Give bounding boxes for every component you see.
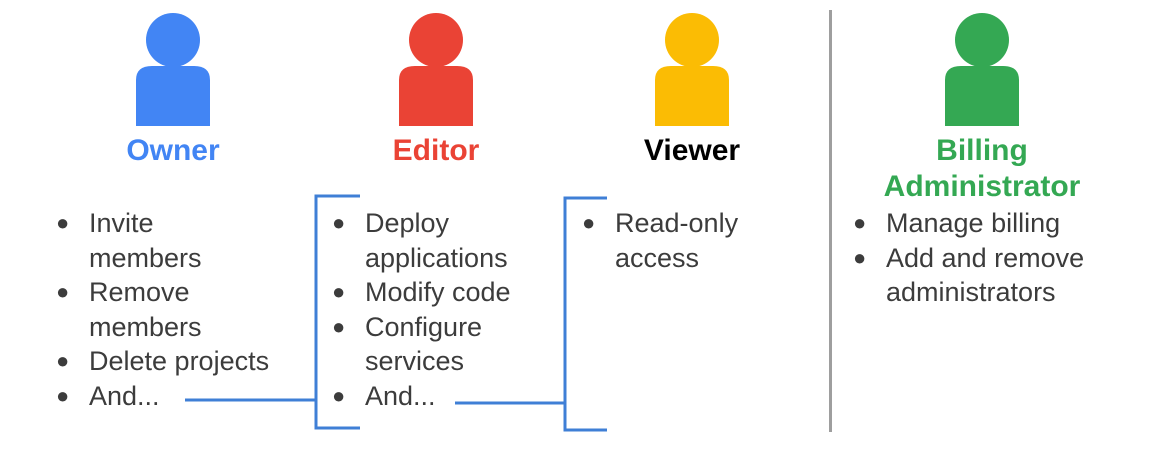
list-item: ●Delete projects bbox=[56, 344, 269, 379]
list-item: ●Configure bbox=[332, 310, 511, 345]
owner-person-icon bbox=[136, 13, 210, 126]
list-item: ●Invite bbox=[56, 206, 269, 241]
list-item: ●Add and remove bbox=[853, 241, 1084, 276]
section-divider bbox=[829, 10, 832, 432]
owner-permission-list: ●Invite members ●Remove members ●Delete … bbox=[56, 206, 269, 414]
editor-person-icon bbox=[399, 13, 473, 126]
list-item: ●Read-only bbox=[582, 206, 738, 241]
viewer-bracket bbox=[563, 196, 607, 432]
bullet-icon: ● bbox=[56, 279, 70, 304]
bullet-icon: ● bbox=[332, 210, 346, 235]
editor-bracket bbox=[314, 194, 360, 430]
list-item: ●Deploy bbox=[332, 206, 511, 241]
editor-title: Editor bbox=[392, 134, 480, 167]
editor-permission-list: ●Deploy applications ●Modify code ●Confi… bbox=[332, 206, 511, 414]
bullet-icon: ● bbox=[56, 210, 70, 235]
bullet-icon: ● bbox=[56, 348, 70, 373]
owner-title: Owner bbox=[126, 134, 220, 167]
list-item: ●Remove bbox=[56, 275, 269, 310]
list-item: access bbox=[615, 242, 700, 273]
bullet-icon: ● bbox=[853, 210, 867, 235]
viewer-title: Viewer bbox=[643, 134, 741, 167]
list-item: ●And... bbox=[332, 379, 511, 414]
bullet-icon: ● bbox=[332, 382, 346, 408]
bullet-icon: ● bbox=[332, 279, 346, 304]
viewer-permission-list: ●Read-only access bbox=[582, 206, 738, 275]
list-item: ●Manage billing bbox=[853, 206, 1084, 241]
list-item: ●And... bbox=[56, 379, 269, 414]
list-item: services bbox=[365, 346, 465, 376]
billing-title-line1: Billing bbox=[936, 134, 1028, 167]
bullet-icon: ● bbox=[332, 313, 346, 339]
bullet-icon: ● bbox=[56, 382, 70, 408]
billing-person-icon bbox=[945, 13, 1019, 126]
bullet-icon: ● bbox=[582, 210, 596, 235]
bullet-icon: ● bbox=[853, 244, 867, 270]
list-item: members bbox=[89, 242, 202, 273]
viewer-person-icon bbox=[655, 13, 729, 126]
list-item: members bbox=[89, 311, 202, 342]
billing-title-line2: Administrator bbox=[883, 170, 1081, 203]
list-item: administrators bbox=[886, 277, 1056, 307]
list-item: ●Modify code bbox=[332, 275, 511, 310]
billing-permission-list: ●Manage billing ●Add and remove administ… bbox=[853, 206, 1084, 310]
list-item: applications bbox=[365, 242, 508, 273]
